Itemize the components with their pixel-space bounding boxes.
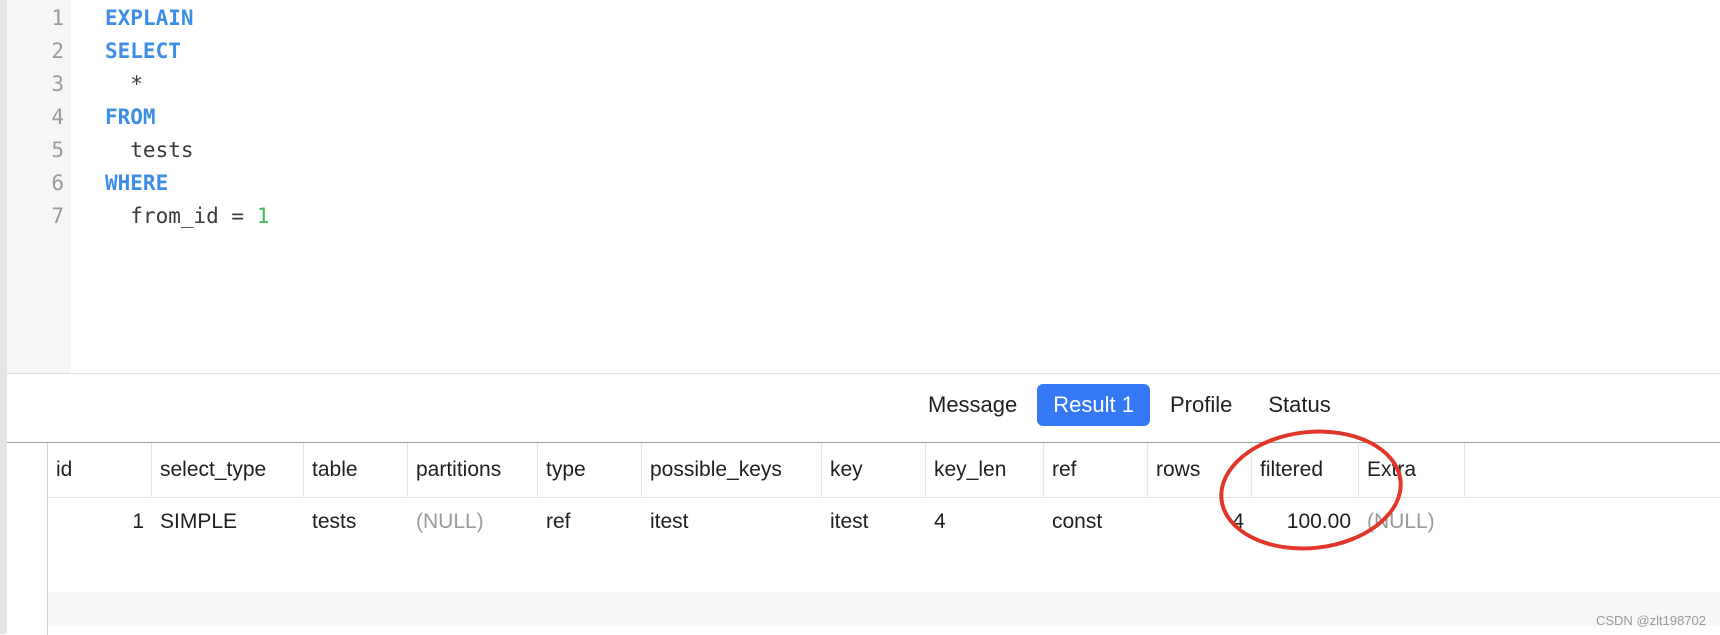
tab-profile[interactable]: Profile <box>1170 392 1233 417</box>
tab-status[interactable]: Status <box>1268 392 1331 417</box>
code-line[interactable]: FROM <box>105 99 156 135</box>
code-line[interactable]: WHERE <box>105 165 168 201</box>
tabs-divider <box>7 442 1720 443</box>
line-number: 6 <box>51 171 64 195</box>
table-row[interactable]: 1 SIMPLE tests (NULL) ref itest itest 4 const 4 10… <box>48 498 1720 546</box>
column-header-partitions[interactable]: partitions <box>408 443 538 497</box>
column-header-rows[interactable]: rows <box>1148 443 1252 497</box>
column-header-select_type[interactable]: select_type <box>152 443 304 497</box>
empty-row <box>48 592 1720 626</box>
sql-keyword: WHERE <box>105 171 169 195</box>
code-line[interactable]: EXPLAIN <box>105 0 194 36</box>
sql-text: * <box>105 72 143 96</box>
code-line[interactable]: SELECT <box>105 33 181 69</box>
line-number: 3 <box>51 72 64 96</box>
code-line[interactable]: tests <box>105 132 194 168</box>
table-cell-extra[interactable]: (NULL) <box>1367 510 1435 533</box>
table-cell-select_type[interactable]: SIMPLE <box>160 510 238 533</box>
code-line[interactable]: * <box>105 66 143 102</box>
line-number: 1 <box>51 6 64 30</box>
line-number: 2 <box>51 39 64 63</box>
line-number: 5 <box>51 138 64 162</box>
sql-keyword: FROM <box>105 105 156 129</box>
column-header-possible_keys[interactable]: possible_keys <box>642 443 822 497</box>
sql-keyword: EXPLAIN <box>105 6 194 30</box>
result-tabs: Message Result 1 Profile Status <box>912 384 1351 426</box>
column-header-key[interactable]: key <box>822 443 926 497</box>
table-cell-table[interactable]: tests <box>312 510 357 533</box>
table-cell-rows[interactable]: 4 <box>1232 510 1244 533</box>
window-left-edge <box>0 0 7 634</box>
code-line[interactable]: from_id = 1 <box>105 198 269 234</box>
sql-number: 1 <box>256 204 270 228</box>
column-header-ref[interactable]: ref <box>1044 443 1148 497</box>
table-cell-filtered[interactable]: 100.00 <box>1286 510 1351 533</box>
line-number-gutter <box>7 0 71 373</box>
table-cell-key_len[interactable]: 4 <box>934 510 946 533</box>
table-cell-ref[interactable]: const <box>1052 510 1103 533</box>
column-header-key_len[interactable]: key_len <box>926 443 1044 497</box>
watermark: CSDN @zlt198702 <box>1595 613 1706 628</box>
tab-message[interactable]: Message <box>928 392 1018 417</box>
column-header-filtered[interactable]: filtered <box>1252 443 1359 497</box>
line-number: 7 <box>51 204 64 228</box>
sql-keyword: SELECT <box>105 39 181 63</box>
sql-text: from_id = <box>105 204 257 228</box>
column-header-extra[interactable]: Extra <box>1359 443 1465 497</box>
line-number: 4 <box>51 105 64 129</box>
sql-text: tests <box>105 138 194 162</box>
table-cell-partitions[interactable]: (NULL) <box>416 510 484 533</box>
column-header-table[interactable]: table <box>304 443 408 497</box>
column-header-id[interactable]: id <box>48 443 152 497</box>
table-cell-id[interactable]: 1 <box>132 510 144 533</box>
table-cell-key[interactable]: itest <box>830 510 869 533</box>
row-indicator-column <box>7 443 48 635</box>
table-cell-possible_keys[interactable]: itest <box>650 510 689 533</box>
tab-result-1[interactable]: Result 1 <box>1037 384 1150 426</box>
column-header-type[interactable]: type <box>538 443 642 497</box>
table-cell-type[interactable]: ref <box>546 510 571 533</box>
